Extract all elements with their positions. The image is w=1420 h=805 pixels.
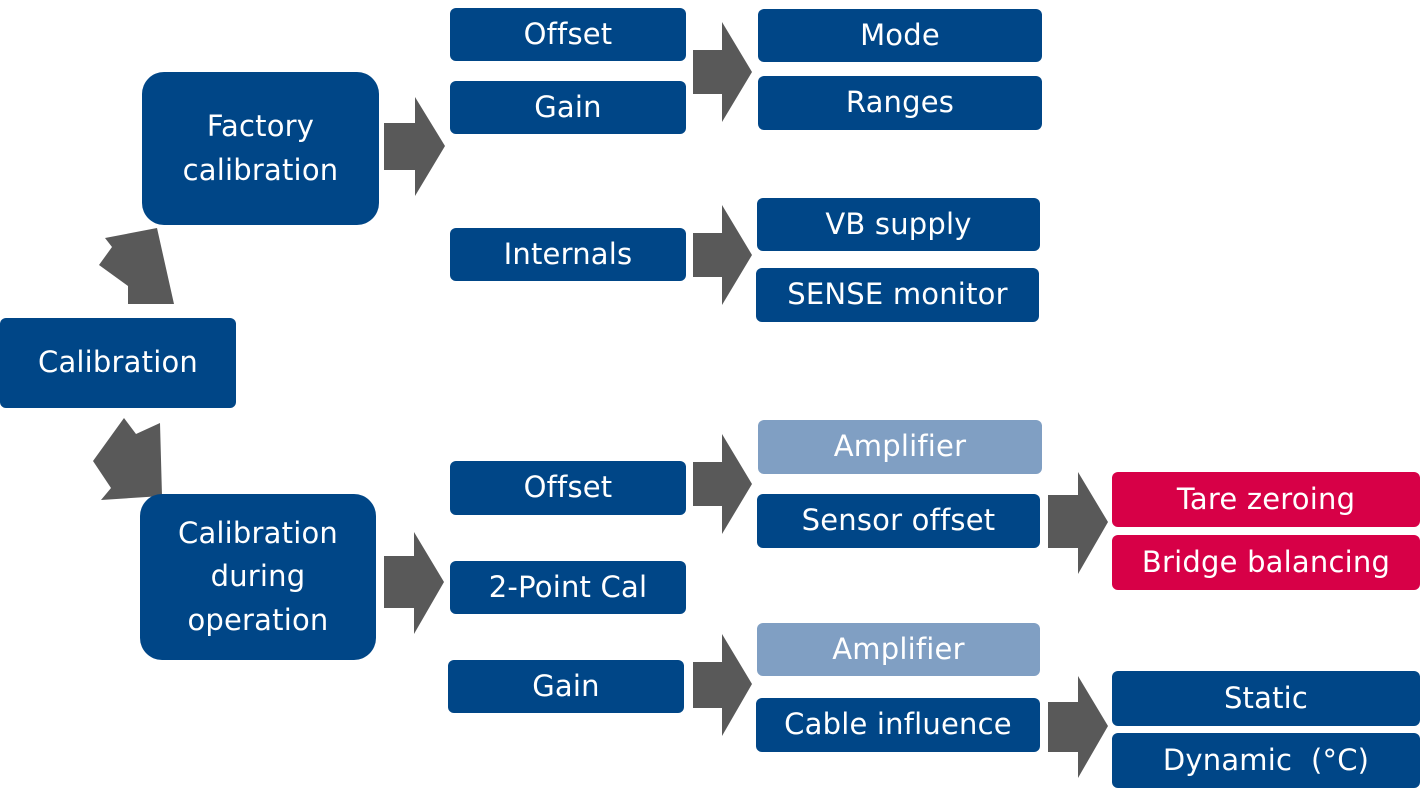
node-gain-amplifier: Amplifier [757,623,1040,676]
node-mode: Mode [758,9,1042,62]
node-sense-monitor-label: SENSE monitor [787,277,1008,312]
node-gain-amplifier-label: Amplifier [832,631,965,666]
node-dynamic: Dynamic (°C) [1112,733,1420,788]
node-calibration-during-operation: Calibration during operation [140,494,376,660]
arrow-internals-to-supply [693,205,752,305]
node-mode-label: Mode [860,17,940,52]
node-dynamic-label: Dynamic (°C) [1162,742,1370,777]
node-bridge-balancing: Bridge balancing [1112,535,1420,590]
node-sense-monitor: SENSE monitor [756,268,1039,322]
node-factory-gain-label: Gain [534,89,602,124]
node-factory-calibration-label: Factory calibration [182,109,339,187]
node-two-point-cal: 2-Point Cal [450,561,686,614]
node-tare-zeroing-label: Tare zeroing [1176,481,1356,516]
node-vb-supply: VB supply [757,198,1040,251]
node-sensor-offset: Sensor offset [757,494,1040,548]
node-calibration: Calibration [0,318,236,408]
node-operation-offset-label: Offset [523,470,613,505]
node-factory-offset: Offset [450,8,686,61]
node-calibration-label: Calibration [38,345,198,380]
node-operation-offset: Offset [450,461,686,515]
arrow-sensor-offset-to-tare [1048,472,1108,574]
node-factory-offset-label: Offset [523,16,613,51]
arrow-op-gain-to-cable [693,634,752,736]
node-sensor-offset-label: Sensor offset [801,503,996,538]
node-cable-influence-label: Cable influence [784,707,1012,742]
node-calibration-during-operation-label: Calibration during operation [178,515,338,637]
node-offset-amplifier: Amplifier [758,420,1042,474]
arrow-op-offset-to-amplifier [693,434,752,534]
node-static: Static [1112,671,1420,726]
node-cable-influence: Cable influence [756,698,1040,752]
arrow-operation-to-operation-items [384,532,444,634]
node-factory-calibration: Factory calibration [142,72,379,225]
node-ranges: Ranges [758,76,1042,130]
node-factory-gain: Gain [450,81,686,134]
node-internals-label: Internals [503,236,633,271]
node-static-label: Static [1223,680,1309,715]
arrow-root-to-operation [93,418,162,500]
node-tare-zeroing: Tare zeroing [1112,472,1420,527]
node-operation-gain-label: Gain [532,668,600,703]
arrow-cable-to-static [1048,676,1108,778]
node-internals: Internals [450,228,686,281]
arrow-factory-gain-to-mode-ranges [693,22,752,122]
node-offset-amplifier-label: Amplifier [833,429,967,464]
node-bridge-balancing-label: Bridge balancing [1141,544,1391,579]
arrow-factory-to-factory-items [384,97,445,196]
node-vb-supply-label: VB supply [825,206,972,241]
node-two-point-cal-label: 2-Point Cal [488,569,648,604]
node-ranges-label: Ranges [845,85,955,120]
node-operation-gain: Gain [448,660,684,713]
arrow-root-to-factory [99,228,174,304]
